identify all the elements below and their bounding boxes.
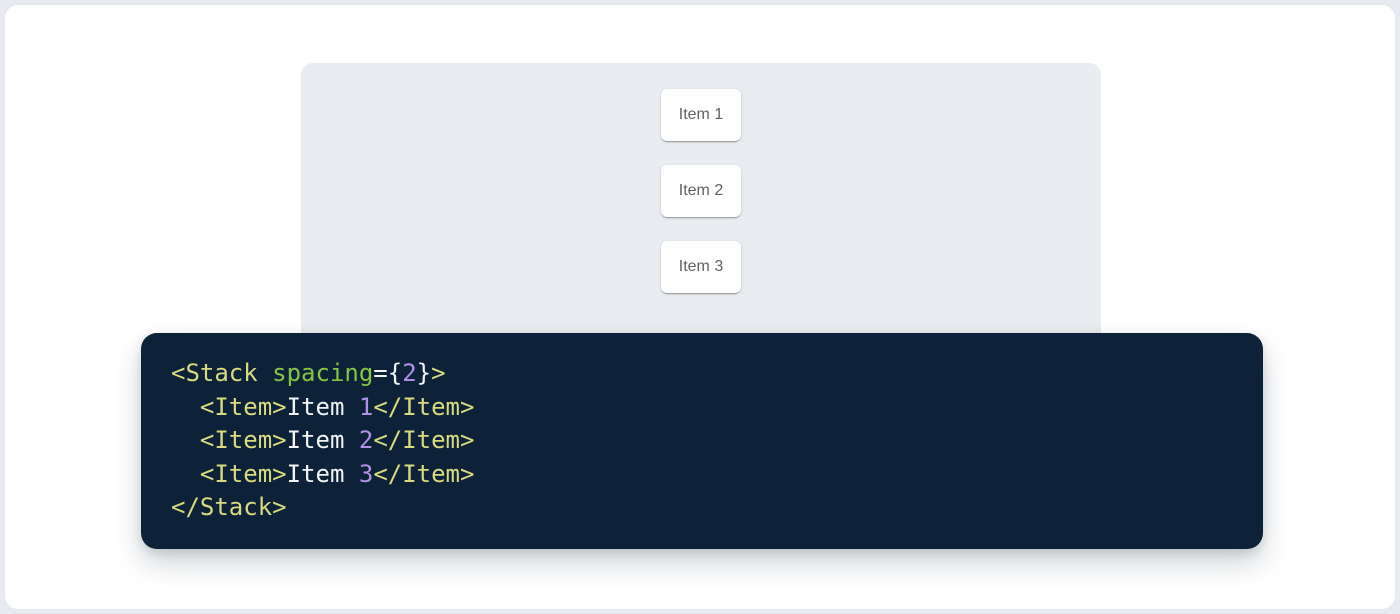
stack-item-3: Item 3 [661, 241, 741, 293]
code-token-tag: </Item> [373, 460, 474, 488]
code-token-plain [171, 460, 200, 488]
code-line: <Item>Item 2</Item> [171, 424, 1233, 458]
code-token-plain [171, 393, 200, 421]
code-block: <Stack spacing={2}> <Item>Item 1</Item> … [141, 333, 1263, 549]
stack-item-1: Item 1 [661, 89, 741, 141]
code-token-tag: </Stack> [171, 493, 287, 521]
code-token-plain: Item [287, 393, 359, 421]
code-token-tag: </Item> [373, 393, 474, 421]
code-token-attr: spacing [258, 359, 374, 387]
stack-item-2: Item 2 [661, 165, 741, 217]
code-line: <Item>Item 1</Item> [171, 391, 1233, 425]
code-token-tag: <Stack [171, 359, 258, 387]
code-content: <Stack spacing={2}> <Item>Item 1</Item> … [171, 357, 1233, 525]
code-token-num: 2 [402, 359, 416, 387]
code-token-plain [171, 426, 200, 454]
code-token-plain: Item [287, 426, 359, 454]
code-line: <Stack spacing={2}> [171, 357, 1233, 391]
code-token-tag: <Item> [200, 393, 287, 421]
code-token-tag: <Item> [200, 426, 287, 454]
code-token-num: 1 [359, 393, 373, 421]
stack-demo-panel: Item 1 Item 2 Item 3 [301, 63, 1101, 363]
code-token-plain: Item [287, 460, 359, 488]
code-token-tag: <Item> [200, 460, 287, 488]
code-token-tag: </Item> [373, 426, 474, 454]
stack-items: Item 1 Item 2 Item 3 [301, 63, 1101, 293]
code-line: </Stack> [171, 491, 1233, 525]
code-token-plain: } [417, 359, 431, 387]
code-token-tag: > [431, 359, 445, 387]
code-token-num: 3 [359, 460, 373, 488]
code-token-plain: ={ [373, 359, 402, 387]
code-token-num: 2 [359, 426, 373, 454]
code-line: <Item>Item 3</Item> [171, 458, 1233, 492]
page-card: Item 1Item 2Item 3 <Stack spacing={2}> <… [4, 4, 1396, 610]
